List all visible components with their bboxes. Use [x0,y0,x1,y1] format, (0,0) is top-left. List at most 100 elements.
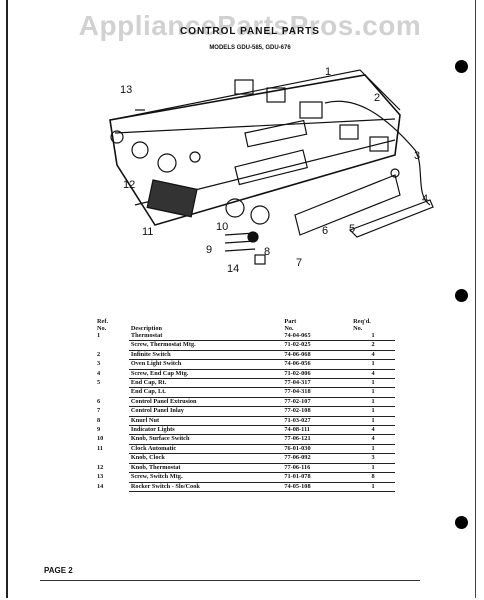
panel-trim-line [114,118,396,134]
description-cell: Knob, Clock [128,453,283,464]
part-number-cell: 74-05-108 [282,482,352,492]
callout-3: 3 [414,150,420,162]
quantity-cell: 4 [351,369,395,380]
quantity-cell: 1 [351,359,395,370]
part-number-cell: 77-02-107 [282,397,352,408]
part-number-cell: 77-04-317 [282,378,352,389]
ref-cell: 9 [97,426,101,434]
infinite-switch-c [339,124,359,140]
ref-cell: 12 [97,463,104,471]
part-number-cell: 71-02-006 [282,369,352,380]
display-window [244,119,308,148]
part-number-cell: 71-01-078 [282,472,352,483]
knob-left-3 [157,153,177,173]
callout-10: 10 [216,221,228,233]
thermostat [299,101,323,119]
surface-knob-2 [250,205,270,225]
quantity-cell: 8 [351,472,395,483]
wire-harness [324,100,431,206]
exploded-parts-diagram: 1 2 3 4 5 6 7 8 9 10 11 12 13 14 [109,66,434,275]
quantity-cell: 1 [351,397,395,408]
description-cell: Infinite Switch [128,350,283,361]
part-number-cell: 74-06-068 [282,350,352,361]
description-cell: Screw, Switch Mtg. [128,472,283,483]
description-cell: Screw, Thermostat Mtg. [128,340,283,351]
callout-13: 13 [120,84,132,96]
end-cap [348,199,434,238]
description-cell: Indicator Lights [128,425,283,436]
quantity-cell: 2 [351,340,395,351]
description-cell: End Cap, Rt. [128,378,283,389]
ref-cell: 5 [97,379,101,387]
rocker-switch [254,254,266,265]
binder-hole-middle [455,289,468,302]
ref-cell [95,454,129,463]
callout-8: 8 [264,246,270,258]
part-number-cell: 77-06-116 [282,463,352,474]
model-numbers: MODELS GDU-585, GDU-676 [209,45,291,51]
part-number-cell: 77-04-318 [282,387,352,398]
callout-2: 2 [374,92,380,104]
callout-11: 11 [142,226,153,238]
callout-1: 1 [325,66,331,78]
ref-cell: 6 [97,397,101,405]
infinite-switch-a [234,79,254,95]
description-cell: Control Panel Inlay [128,406,283,417]
quantity-cell: 1 [351,406,395,417]
quantity-cell: 1 [351,378,395,389]
knob-left-1 [110,130,124,144]
description-cell: Thermostat [128,332,283,342]
part-number-cell: 77-02-108 [282,406,352,417]
callout-6: 6 [322,225,328,237]
description-cell: Control Panel Extrusion [128,397,283,408]
callout-12: 12 [123,179,135,191]
header-qty: Req'd.No. [353,318,371,332]
part-number-cell: 74-04-065 [282,332,352,342]
indicator-light-3 [224,248,256,252]
description-cell: Clock Automatic [128,444,283,455]
oven-light-switch [390,168,400,178]
quantity-cell: 1 [351,444,395,455]
part-number-cell: 71-03-027 [282,416,352,427]
quantity-cell: 1 [351,332,395,342]
description-cell: Screw, End Cap Mtg. [128,369,283,380]
knob-small [189,151,201,163]
description-cell: Knob, Surface Switch [128,434,283,445]
quantity-cell: 1 [351,387,395,398]
part-number-cell: 71-02-025 [282,340,352,351]
binder-hole-bottom [455,516,468,529]
ref-cell [95,388,129,397]
quantity-cell: 3 [351,453,395,464]
ref-cell: 10 [97,435,104,443]
surface-knob-1 [225,198,245,218]
footer-rule [40,580,420,581]
page-number: PAGE 2 [44,566,73,575]
infinite-switch-d [369,136,389,152]
ref-cell: 14 [97,482,104,490]
header-ref: Ref.No. [97,318,109,332]
ref-cell: 4 [97,369,101,377]
ref-cell: 2 [97,350,101,358]
description-cell: Rocker Switch - Slo/Cook [128,482,283,492]
callout-7: 7 [296,257,302,269]
part-number-cell: 74-08-111 [282,425,352,436]
callout-9: 9 [206,244,212,256]
control-panel-extrusion [294,174,401,236]
